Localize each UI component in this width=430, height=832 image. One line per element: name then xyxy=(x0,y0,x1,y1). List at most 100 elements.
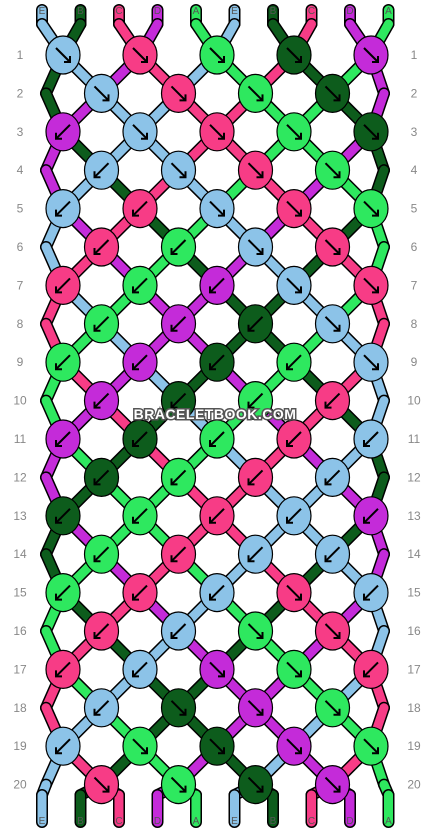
arrow-sw-icon xyxy=(209,508,225,524)
strand-label-top: D xyxy=(346,6,353,17)
arrow-sw-icon xyxy=(209,431,225,447)
row-label-left: 9 xyxy=(17,355,24,369)
arrow-sw-icon xyxy=(55,124,71,140)
knot xyxy=(160,150,197,190)
knot xyxy=(45,265,81,305)
knot xyxy=(160,304,197,344)
knot xyxy=(314,457,351,497)
knot xyxy=(276,265,312,305)
arrow-sw-icon xyxy=(247,546,264,562)
knot xyxy=(353,649,389,690)
row-label-left: 17 xyxy=(13,662,27,676)
arrow-se-icon xyxy=(286,738,302,754)
arrow-se-icon xyxy=(170,700,187,716)
row-label-right: 19 xyxy=(407,739,421,753)
strand-label-bottom: B xyxy=(77,816,84,827)
knot xyxy=(83,381,120,421)
arrow-se-icon xyxy=(209,738,225,754)
arrow-sw-icon xyxy=(55,354,71,370)
row-label-right: 20 xyxy=(407,778,421,792)
arrow-se-icon xyxy=(247,700,264,716)
knot xyxy=(160,534,197,574)
knot xyxy=(314,534,351,574)
arrow-se-icon xyxy=(132,124,148,140)
knot xyxy=(83,150,120,190)
arrow-sw-icon xyxy=(55,738,71,754)
arrow-se-icon xyxy=(363,200,379,217)
strand-label-bottom: C xyxy=(308,816,315,827)
arrow-se-icon xyxy=(363,124,379,140)
arrow-se-icon xyxy=(324,239,341,255)
row-label-right: 1 xyxy=(411,48,418,62)
row-label-left: 5 xyxy=(17,202,24,216)
arrow-se-icon xyxy=(286,277,302,294)
arrow-se-icon xyxy=(247,623,264,639)
arrow-sw-icon xyxy=(170,623,187,639)
watermark: BRACELETBOOK.COM xyxy=(134,406,297,422)
arrow-sw-icon xyxy=(170,316,187,332)
knot xyxy=(276,572,312,613)
knot xyxy=(353,35,389,75)
arrow-se-icon xyxy=(55,47,71,63)
row-label-left: 15 xyxy=(13,586,27,600)
row-label-left: 7 xyxy=(17,278,24,292)
knot xyxy=(314,764,351,805)
arrow-sw-icon xyxy=(209,584,225,601)
arrow-sw-icon xyxy=(132,277,148,294)
row-label-right: 17 xyxy=(407,662,421,676)
arrow-sw-icon xyxy=(363,508,379,524)
arrow-sw-icon xyxy=(93,162,110,178)
row-label-right: 13 xyxy=(407,509,421,523)
row-label-right: 2 xyxy=(411,86,418,100)
arrow-sw-icon xyxy=(93,700,110,716)
strand-label-bottom: C xyxy=(115,816,122,827)
knot xyxy=(237,457,274,497)
arrow-sw-icon xyxy=(170,546,187,562)
knot xyxy=(314,688,351,728)
knot-grid xyxy=(45,35,389,805)
row-label-right: 16 xyxy=(407,624,421,638)
knot xyxy=(276,189,312,229)
knot xyxy=(314,304,351,344)
arrow-sw-icon xyxy=(132,508,148,524)
knot xyxy=(237,381,274,421)
arrow-sw-icon xyxy=(93,316,110,332)
arrow-sw-icon xyxy=(247,469,264,486)
arrow-sw-icon xyxy=(93,469,110,486)
arrow-sw-icon xyxy=(132,584,148,601)
arrow-se-icon xyxy=(286,200,302,217)
arrow-sw-icon xyxy=(55,431,71,447)
arrow-se-icon xyxy=(363,277,379,294)
row-label-left: 12 xyxy=(13,470,27,484)
arrow-se-icon xyxy=(209,200,225,217)
knot xyxy=(83,73,120,114)
arrow-sw-icon xyxy=(363,584,379,601)
arrow-sw-icon xyxy=(286,431,302,447)
row-label-right: 7 xyxy=(411,278,418,292)
knot xyxy=(122,419,158,459)
arrow-sw-icon xyxy=(247,392,264,409)
knot xyxy=(353,419,389,459)
knot xyxy=(122,112,158,152)
strand-label-top: C xyxy=(115,6,122,17)
arrow-se-icon xyxy=(324,623,341,639)
knot xyxy=(199,419,235,459)
arrow-se-icon xyxy=(170,776,187,793)
arrow-sw-icon xyxy=(55,508,71,524)
knot xyxy=(45,112,81,152)
knot xyxy=(83,304,120,344)
knot xyxy=(276,342,312,382)
strand-label-bottom: E xyxy=(39,816,46,827)
row-label-left: 3 xyxy=(17,125,24,139)
knot xyxy=(353,572,389,613)
arrow-se-icon xyxy=(363,47,379,63)
knot xyxy=(83,457,120,497)
arrow-se-icon xyxy=(324,776,341,793)
knot xyxy=(83,764,120,805)
row-label-left: 16 xyxy=(13,624,27,638)
arrow-sw-icon xyxy=(132,354,148,370)
row-label-right: 6 xyxy=(411,240,418,254)
knot xyxy=(237,534,274,574)
arrow-se-icon xyxy=(324,700,341,716)
